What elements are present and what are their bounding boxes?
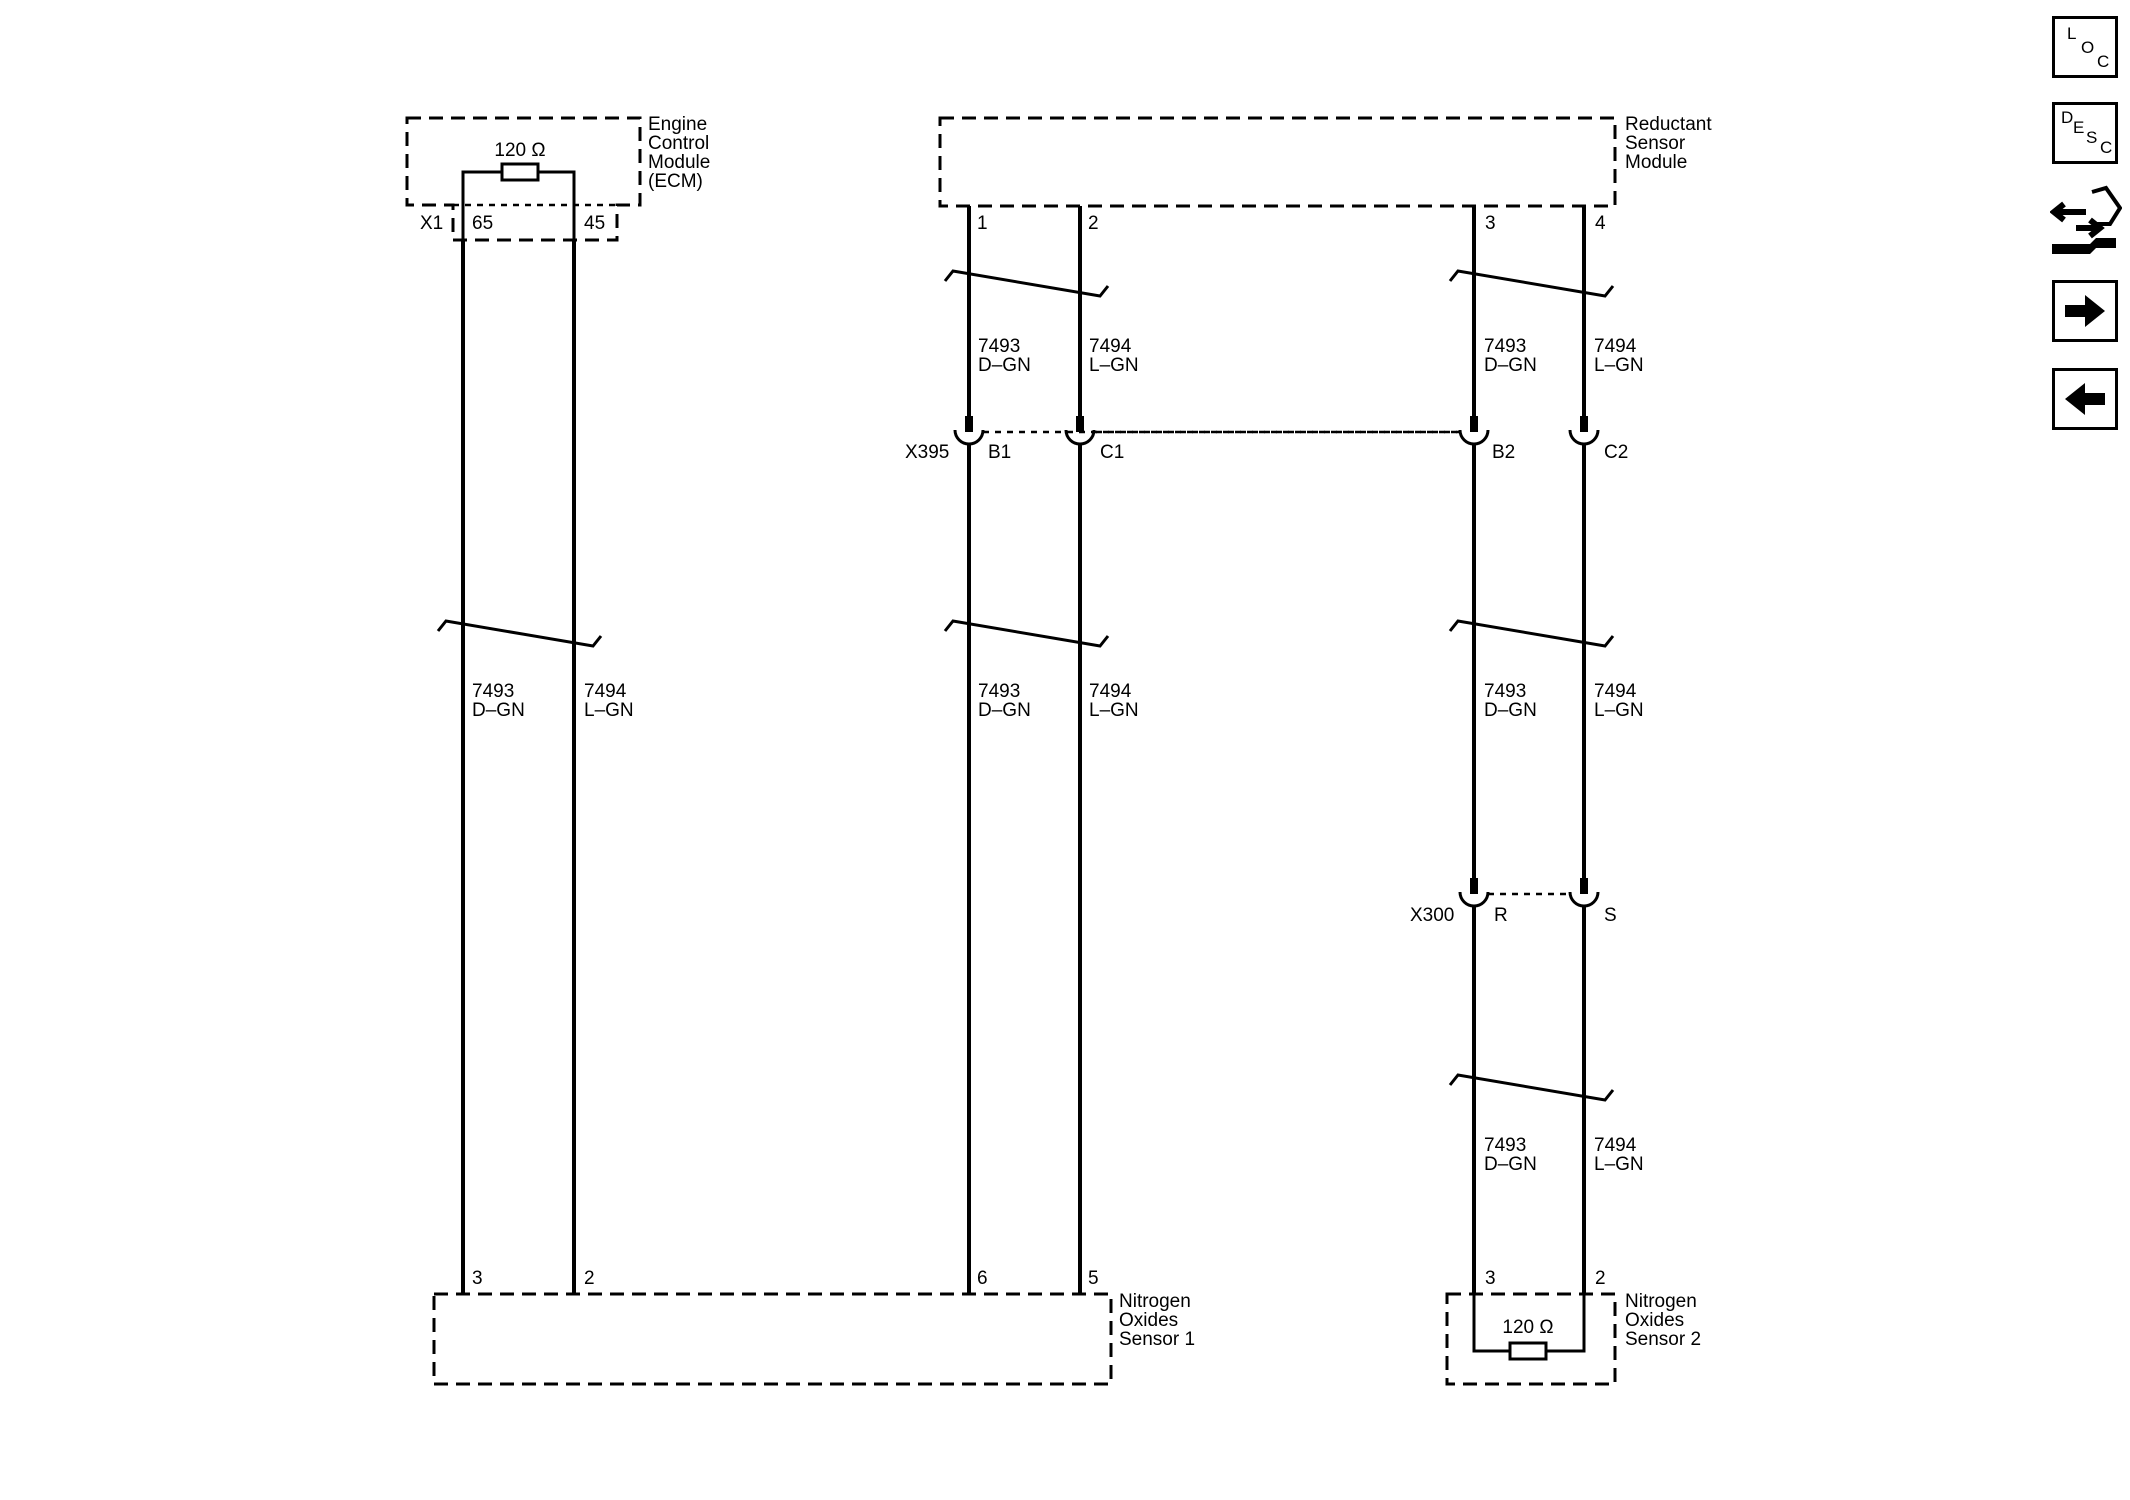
loc-letter: C xyxy=(2097,52,2110,71)
circuit-color: L–GN xyxy=(1089,355,1139,376)
desc-letter: D xyxy=(2061,108,2074,127)
nox2-name-line: Nitrogen xyxy=(1625,1291,1697,1312)
circuit-number: 7494 xyxy=(1594,681,1637,702)
circuit-color: D–GN xyxy=(1484,355,1537,376)
circuit-color: L–GN xyxy=(1594,1154,1644,1175)
circuit-color: D–GN xyxy=(978,355,1031,376)
loc-letter: L xyxy=(2067,24,2077,43)
nox1-pin: 3 xyxy=(472,1268,483,1289)
circuit-number: 7494 xyxy=(1594,1135,1637,1156)
circuit-number: 7493 xyxy=(1484,336,1526,357)
twisted-pair-marks xyxy=(436,269,1615,1102)
connector-x395[interactable]: X395 B1 C1 B2 C2 xyxy=(905,416,1628,463)
circuit-number: 7493 xyxy=(1484,1135,1526,1156)
ecm-name-line: Module xyxy=(648,152,710,173)
nox2-pin: 2 xyxy=(1595,1268,1606,1289)
next-arrow-icon[interactable] xyxy=(2052,280,2118,342)
connector-x395-pin: C1 xyxy=(1100,442,1124,463)
circuit-number: 7494 xyxy=(1089,336,1132,357)
circuit-color: D–GN xyxy=(1484,1154,1537,1175)
ecm-resistor xyxy=(500,162,540,182)
circuit-color: L–GN xyxy=(1594,700,1644,721)
connector-x300[interactable]: X300 R S xyxy=(1410,878,1617,926)
reductant-name-line: Module xyxy=(1625,152,1687,173)
connector-tool-icon[interactable] xyxy=(2049,182,2123,260)
ecm-pin: 65 xyxy=(472,213,493,234)
desc-letter: C xyxy=(2100,138,2113,157)
circuit-color: D–GN xyxy=(978,700,1031,721)
connector-x300-label: X300 xyxy=(1410,905,1454,926)
ecm-name-line: Control xyxy=(648,133,709,154)
nox1-pin: 2 xyxy=(584,1268,595,1289)
nox-sensor-2[interactable]: Nitrogen Oxides Sensor 2 3 2 120 Ω xyxy=(1445,1268,1701,1386)
reductant-pin: 4 xyxy=(1595,213,1606,234)
nox2-resistor-label: 120 Ω xyxy=(1502,1317,1553,1338)
circuit-color: D–GN xyxy=(1484,700,1537,721)
circuit-number: 7493 xyxy=(1484,681,1526,702)
ecm-resistor-label: 120 Ω xyxy=(494,140,545,161)
circuit-color: L–GN xyxy=(1594,355,1644,376)
connector-x395-pin: C2 xyxy=(1604,442,1628,463)
nox1-name-line: Nitrogen xyxy=(1119,1291,1191,1312)
circuit-color: L–GN xyxy=(584,700,634,721)
circuit-number: 7493 xyxy=(978,336,1020,357)
nox1-pin: 6 xyxy=(977,1268,988,1289)
connector-x395-pin: B2 xyxy=(1492,442,1515,463)
connector-x395-label: X395 xyxy=(905,442,949,463)
ecm-name-line: Engine xyxy=(648,114,707,135)
circuit-labels: 7493 D–GN 7494 L–GN 7493 D–GN 7494 L–GN … xyxy=(472,336,1644,1175)
nox1-name-line: Sensor 1 xyxy=(1119,1329,1195,1350)
previous-arrow-icon[interactable] xyxy=(2052,368,2118,430)
ecm-name-line: (ECM) xyxy=(648,171,703,192)
circuit-number: 7494 xyxy=(1594,336,1637,357)
nox1-name-line: Oxides xyxy=(1119,1310,1178,1331)
nox-sensor-1[interactable]: Nitrogen Oxides Sensor 1 3 2 6 5 xyxy=(432,1268,1195,1386)
nox1-pin: 5 xyxy=(1088,1268,1099,1289)
connector-x395-pin: B1 xyxy=(988,442,1011,463)
reductant-pin: 3 xyxy=(1485,213,1496,234)
reductant-pin: 2 xyxy=(1088,213,1099,234)
ecm-connector-label: X1 xyxy=(420,213,443,234)
nox2-name-line: Sensor 2 xyxy=(1625,1329,1701,1350)
ecm-module[interactable]: Engine Control Module (ECM) X1 65 45 120… xyxy=(405,114,710,242)
desc-letter: E xyxy=(2073,118,2085,137)
circuit-color: D–GN xyxy=(472,700,525,721)
location-icon[interactable]: L O C xyxy=(2052,16,2118,78)
desc-letter: S xyxy=(2086,128,2098,147)
nox2-pin: 3 xyxy=(1485,1268,1496,1289)
reductant-pin: 1 xyxy=(977,213,988,234)
circuit-number: 7494 xyxy=(1089,681,1132,702)
connector-x300-pin: S xyxy=(1604,905,1617,926)
circuit-number: 7493 xyxy=(978,681,1020,702)
description-icon[interactable]: D E S C xyxy=(2052,102,2118,164)
reductant-sensor-module[interactable]: Reductant Sensor Module 1 2 3 4 xyxy=(938,114,1712,234)
circuit-number: 7493 xyxy=(472,681,514,702)
reductant-name-line: Sensor xyxy=(1625,133,1686,154)
loc-letter: O xyxy=(2081,38,2095,57)
connector-x300-pin: R xyxy=(1494,905,1508,926)
circuit-color: L–GN xyxy=(1089,700,1139,721)
reductant-name-line: Reductant xyxy=(1625,114,1712,135)
nox2-name-line: Oxides xyxy=(1625,1310,1684,1331)
ecm-pin: 45 xyxy=(584,213,605,234)
circuit-number: 7494 xyxy=(584,681,627,702)
nox2-resistor xyxy=(1508,1341,1548,1361)
wire-group xyxy=(461,206,1586,1294)
